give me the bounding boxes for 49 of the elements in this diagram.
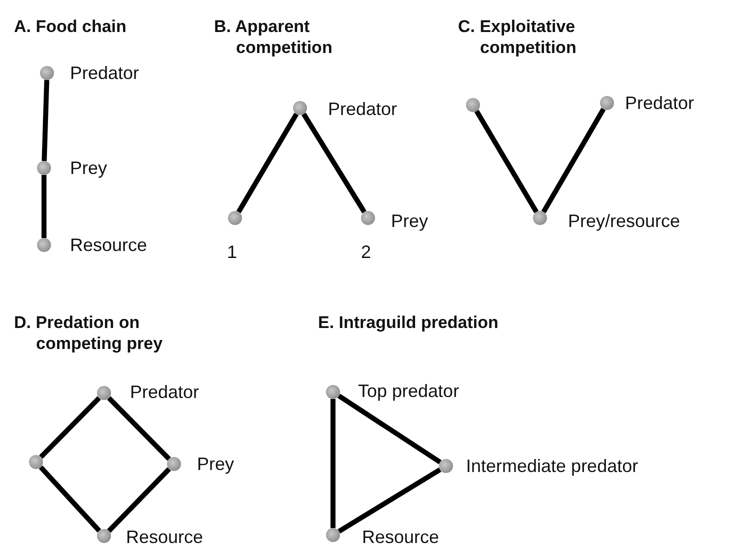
panel-title: C. Exploitative competition (458, 16, 578, 58)
panel-title: B. Apparent competition (214, 16, 334, 58)
node-label: Resource (70, 234, 148, 256)
node-label: Intermediate predator (466, 455, 638, 477)
node-dot (326, 528, 340, 542)
node-dot (439, 459, 453, 473)
node-label: Prey/resource (568, 210, 680, 232)
connector-line (236, 112, 299, 214)
node-label: Resource (126, 526, 204, 548)
node-label: Predator (328, 98, 398, 120)
node-label: Top predator (358, 380, 460, 402)
connector-line (107, 467, 171, 533)
node-label: Prey (391, 210, 428, 232)
panel-title: D. Predation on competing prey (14, 312, 164, 354)
node-label: Prey (197, 453, 234, 475)
connector-line (338, 468, 442, 534)
connector-line (330, 399, 336, 528)
node-label: Prey (70, 157, 108, 179)
node-dot (293, 101, 307, 115)
node-dot (97, 386, 111, 400)
node-label: Predator (70, 62, 140, 84)
connector-line (38, 465, 102, 533)
node-dot (37, 161, 51, 175)
node-dot (228, 211, 242, 225)
node-label: Predator (625, 92, 694, 114)
node-dot (533, 211, 547, 225)
connector-line (474, 110, 539, 214)
node-label: Resource (362, 526, 440, 548)
node-dot (361, 211, 375, 225)
connector-line (42, 80, 50, 162)
connector-line (39, 396, 101, 459)
node-dot (466, 98, 480, 112)
connector-line (337, 394, 442, 464)
connector-line (42, 175, 46, 238)
node-label: Predator (130, 381, 200, 403)
node-dot (167, 457, 181, 471)
node-label: 2 (361, 241, 372, 263)
connector-line (302, 112, 366, 214)
node-label: 1 (227, 241, 238, 263)
node-dot (37, 238, 51, 252)
node-dot (97, 529, 111, 543)
panel-title: A. Food chain (14, 16, 128, 37)
node-dot (29, 455, 43, 469)
node-dot (40, 66, 54, 80)
connector-line (107, 396, 171, 461)
node-dot (326, 385, 340, 399)
node-dot (600, 96, 614, 110)
panel-title: E. Intraguild predation (318, 312, 500, 333)
connector-line (541, 108, 606, 214)
